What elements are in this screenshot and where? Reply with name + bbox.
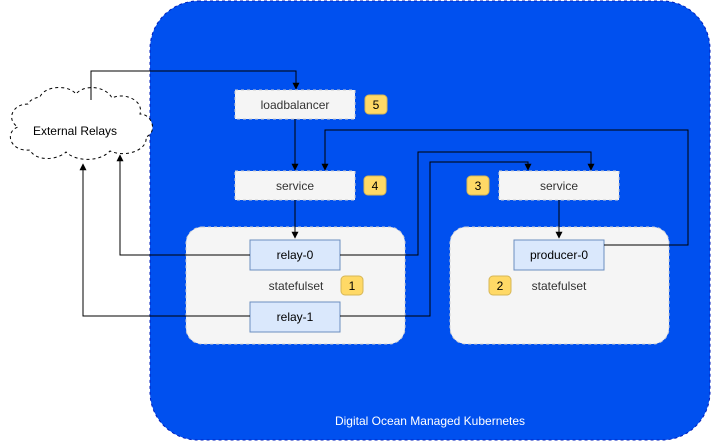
badge-1-label: 1: [349, 279, 356, 293]
pod-relay-0-label: relay-0: [277, 248, 314, 262]
badge-3: [466, 175, 490, 196]
badge-5-label: 5: [373, 98, 380, 112]
edge-producer-0-to-service-left: [321, 129, 689, 246]
external-relays-cloud: [9, 87, 154, 160]
badge-2-label: 2: [497, 279, 504, 293]
cluster-label: Digital Ocean Managed Kubernetes: [335, 414, 525, 428]
badge-3-label: 3: [475, 179, 482, 193]
edge-relay-1-to-external: [79, 163, 250, 317]
edge-relay-0-to-service-right: [340, 151, 595, 256]
service-right-label: service: [540, 179, 578, 193]
statefulset-left-label: statefulset: [269, 279, 324, 293]
external-relays-label: External Relays: [33, 124, 117, 138]
service-left-box: [234, 170, 356, 201]
service-left-label: service: [276, 179, 314, 193]
badge-2: [488, 275, 512, 296]
statefulset-left-group: [185, 226, 406, 345]
edge-relay-0-to-external: [116, 154, 250, 256]
badge-4-label: 4: [372, 179, 379, 193]
badge-4: [363, 175, 387, 196]
pod-producer-0-label: producer-0: [530, 248, 588, 262]
statefulset-right-group: [449, 226, 670, 345]
statefulset-right-label: statefulset: [532, 279, 587, 293]
badge-5: [364, 94, 388, 115]
pod-relay-1-label: relay-1: [277, 310, 314, 324]
service-right-box: [498, 170, 620, 201]
badge-1: [340, 275, 364, 296]
pod-producer-0: [513, 239, 605, 271]
loadbalancer-label: loadbalancer: [261, 98, 330, 112]
edge-cloud-to-loadbalancer: [90, 70, 300, 100]
edge-relay-1-to-service-right: [340, 161, 532, 317]
pod-relay-1: [249, 301, 341, 333]
loadbalancer-box: [234, 89, 356, 120]
